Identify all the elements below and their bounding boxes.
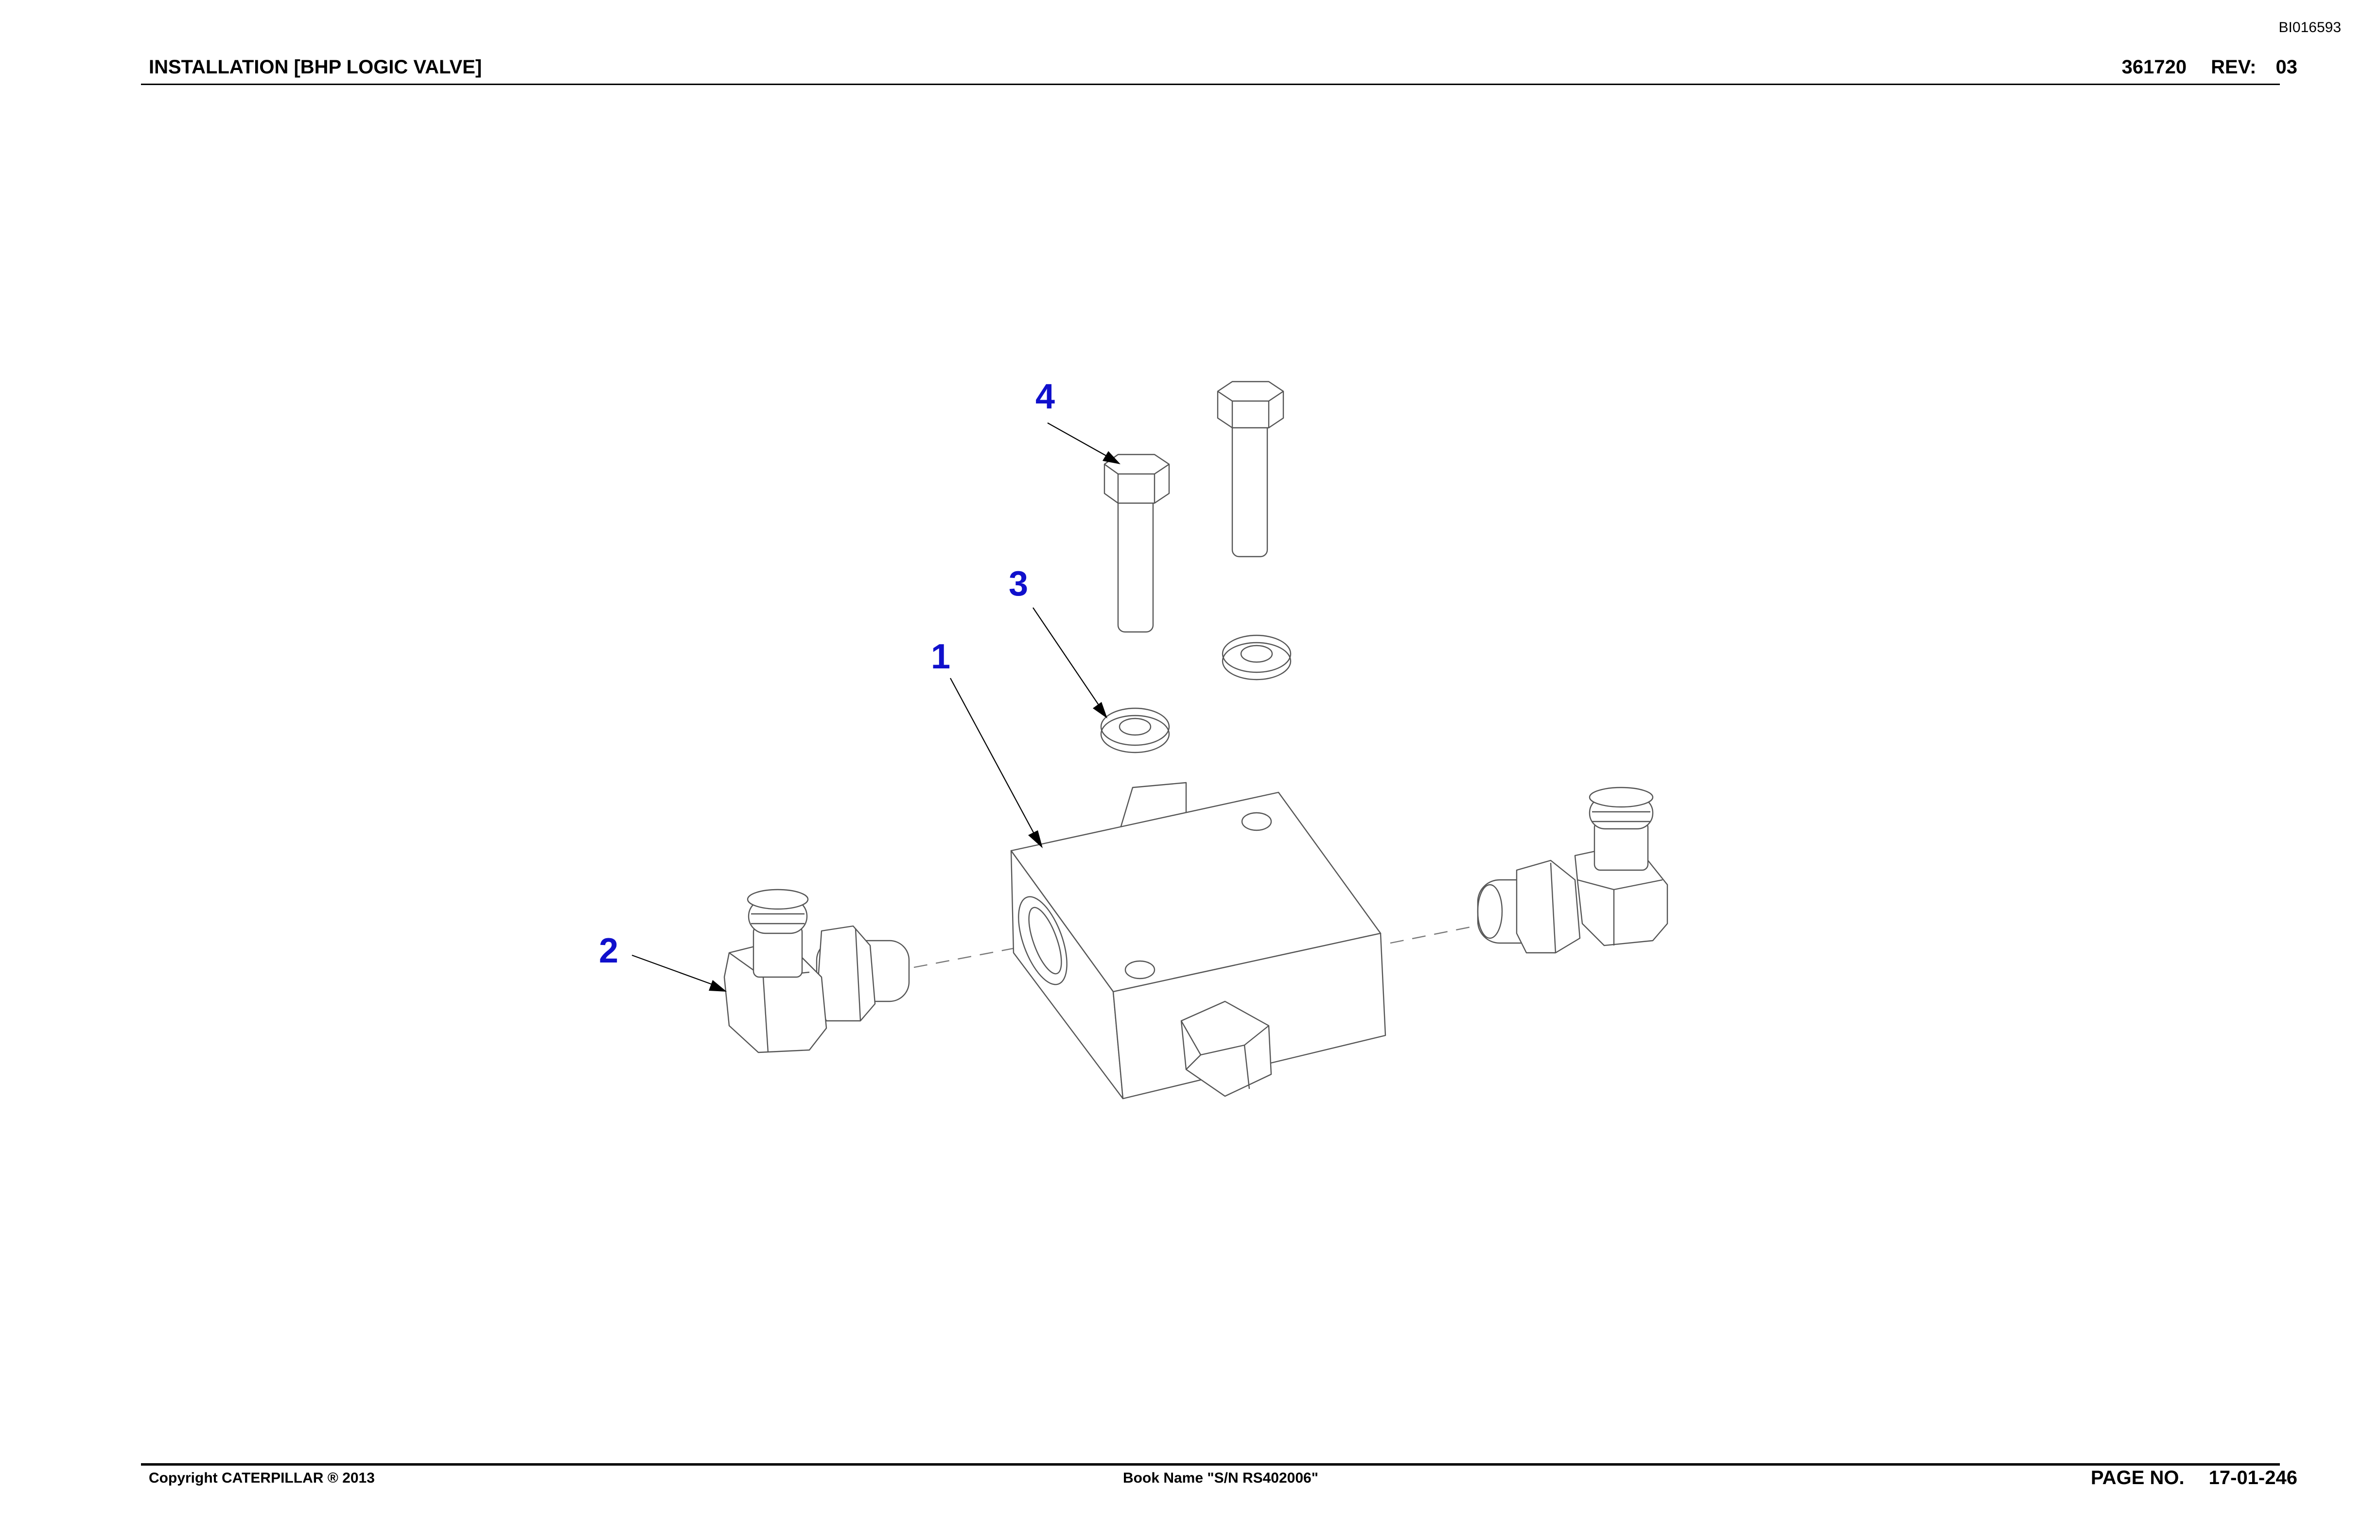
elbow-fitting-right-part: [1477, 787, 1668, 954]
leader-lines: [631, 422, 1120, 992]
valve-block-part: [1010, 782, 1386, 1100]
page-label: PAGE NO.: [2091, 1467, 2185, 1488]
centerline-left: [913, 947, 1016, 968]
header-part-info: 361720 REV: 03: [2098, 56, 2297, 78]
centerline-right: [1390, 923, 1488, 944]
document-id: BI016593: [2278, 19, 2341, 35]
page-title: INSTALLATION [BHP LOGIC VALVE]: [149, 56, 482, 78]
callout-4: 4: [1035, 377, 1055, 416]
callout-2: 2: [599, 931, 618, 970]
hex-bolt-front-part: [1103, 454, 1170, 633]
callout-3: 3: [1009, 564, 1028, 603]
lock-washer-front-part: [1100, 707, 1170, 753]
header-rule: [141, 84, 2280, 85]
lock-washer-rear-part: [1222, 634, 1292, 681]
footer-rule: [141, 1463, 2280, 1466]
book-name: Book Name "S/N RS402006": [1123, 1470, 1318, 1486]
rev-label: REV:: [2211, 56, 2257, 78]
copyright-text: Copyright CATERPILLAR ® 2013: [149, 1470, 375, 1486]
callout-1: 1: [931, 637, 950, 676]
page-number: 17-01-246: [2208, 1467, 2297, 1488]
page-number-block: PAGE NO. 17-01-246: [2091, 1467, 2297, 1489]
hex-bolt-rear-part: [1217, 381, 1284, 558]
part-number: 361720: [2121, 56, 2187, 78]
elbow-fitting-left-part: [723, 889, 910, 1053]
rev-value: 03: [2275, 56, 2298, 78]
